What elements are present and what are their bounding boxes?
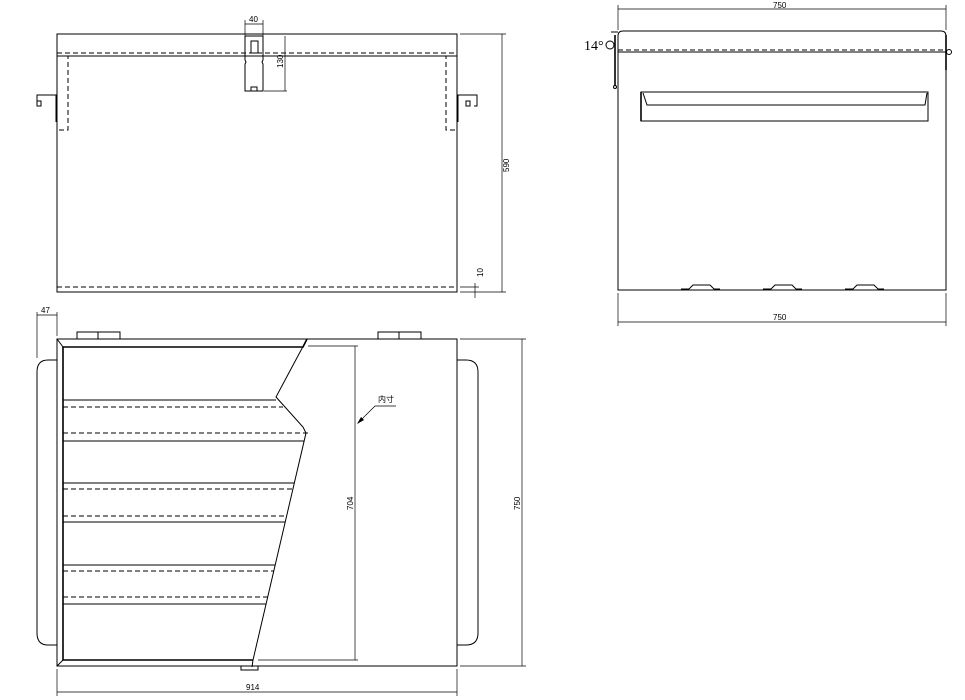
dim-label-40: 40: [249, 15, 258, 24]
left-hook: [36, 94, 57, 122]
shelves: [63, 399, 308, 605]
dim-label-704: 704: [346, 496, 355, 510]
dim-latch-width: 40: [244, 15, 264, 36]
side-body-outline: [617, 30, 947, 291]
left-inner-hidden: [58, 55, 69, 131]
dim-handle-offset: 47: [36, 306, 58, 358]
front-view: 40 130 590 10: [36, 15, 511, 298]
dim-bottom-width: 750: [617, 293, 947, 326]
side-view: 14° 750 750: [584, 1, 952, 326]
left-handle: [36, 359, 57, 646]
dim-label-750-top: 750: [773, 1, 787, 10]
dim-depth: 750: [460, 338, 526, 667]
break-line: [251, 338, 308, 668]
top-tabs: [76, 331, 422, 671]
dim-label-750-depth: 750: [513, 496, 522, 510]
top-view: 47 704 内寸 750 914: [36, 306, 526, 696]
inner-dimension-leader: 内寸: [357, 394, 396, 424]
dim-label-47: 47: [41, 306, 50, 315]
inner-dimension-label: 内寸: [378, 394, 394, 404]
dim-latch-height: 130: [264, 36, 287, 92]
latch: [244, 35, 264, 92]
top-body-outline: [56, 338, 458, 667]
dim-label-10: 10: [476, 268, 485, 277]
dim-label-590: 590: [502, 158, 511, 172]
dim-height: 590: [460, 33, 511, 293]
dim-label-914: 914: [246, 683, 260, 692]
hinge-left: [605, 31, 618, 89]
dim-top-width: 750: [617, 1, 947, 30]
dim-width: 914: [56, 669, 458, 696]
inner-frame: [62, 338, 308, 661]
dim-inner-depth: 704: [258, 345, 358, 661]
front-body-outline: [56, 33, 458, 293]
hinge-right: [945, 35, 952, 70]
dim-bottom-offset: 10: [460, 268, 485, 298]
feet: [681, 284, 884, 290]
right-hook: [457, 94, 478, 122]
lid-angle-label: 14°: [584, 39, 604, 54]
right-inner-hidden: [445, 55, 456, 131]
dim-label-750-bottom: 750: [773, 313, 787, 322]
slot: [640, 91, 929, 122]
right-handle: [457, 359, 479, 646]
dim-label-130: 130: [276, 54, 285, 68]
